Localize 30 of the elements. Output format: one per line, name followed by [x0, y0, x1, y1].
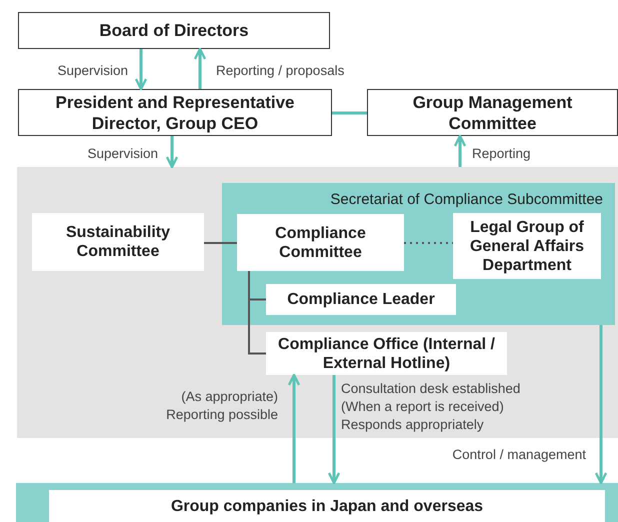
org-box: Board of Directors [18, 12, 330, 49]
edge-label: Control / management [451, 446, 586, 464]
group-heading: Secretariat of Compliance Subcommittee [330, 190, 603, 210]
org-box: Compliance Leader [266, 284, 456, 315]
arrow [134, 49, 148, 90]
org-box: Legal Group of General Affairs Department [453, 213, 601, 279]
arrow [454, 134, 466, 167]
org-box: Compliance Committee [237, 214, 404, 271]
connector-line [332, 112, 367, 114]
arrow [328, 375, 340, 484]
org-box: Compliance Office (Internal / External Hotline) [266, 332, 507, 375]
arrow [594, 325, 608, 484]
arrow [166, 136, 178, 168]
edge-label: Consultation desk established (When a report is received) Responds appropriately [341, 380, 522, 434]
org-box: President and Representative Director, Group CEO [18, 89, 332, 136]
org-box: Sustainability Committee [32, 213, 204, 271]
region-panel [17, 167, 618, 438]
org-box: Group companies in Japan and overseas [49, 490, 605, 522]
edge-label: (As appropriate) Reporting possible [165, 388, 278, 424]
arrow [288, 374, 300, 483]
edge-label: Reporting [472, 145, 532, 163]
edge-label: Supervision [86, 145, 158, 163]
group-panel [222, 183, 615, 325]
connector-line [404, 242, 453, 244]
arrow [194, 48, 206, 89]
edge-label: Supervision [56, 62, 128, 80]
edge-label: Reporting / proposals [216, 62, 346, 80]
org-box: Group Management Committee [367, 89, 618, 136]
connector-line [204, 242, 237, 244]
band-panel [16, 483, 618, 522]
